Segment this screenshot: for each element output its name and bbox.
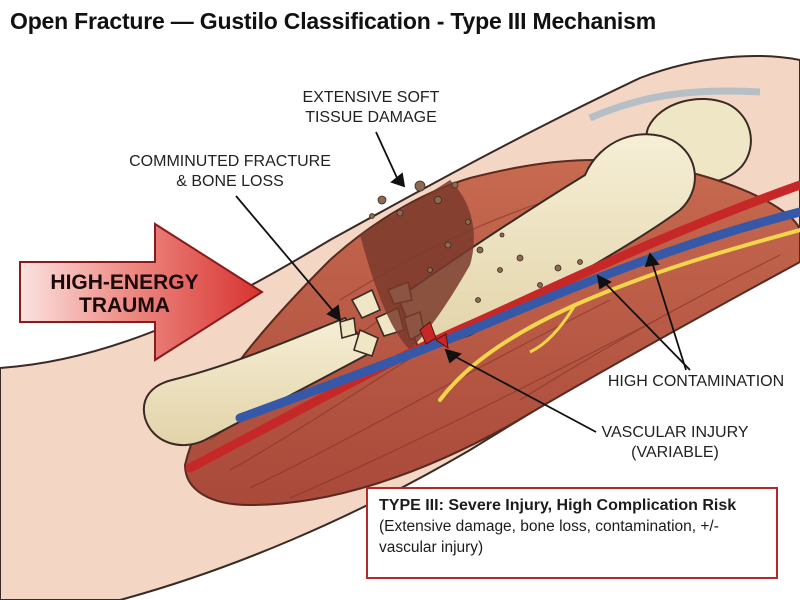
label-comminuted-line2: & BONE LOSS — [176, 173, 284, 190]
label-soft-tissue-damage: EXTENSIVE SOFT TISSUE DAMAGE — [286, 88, 456, 128]
trauma-label-line2: TRAUMA — [79, 294, 170, 317]
trauma-label-line1: HIGH-ENERGY — [50, 271, 199, 294]
vein — [235, 207, 800, 423]
label-soft-tissue-line2: TISSUE DAMAGE — [305, 109, 437, 126]
trauma-arrow — [19, 222, 264, 362]
info-box-body: (Extensive damage, bone loss, contaminat… — [379, 518, 719, 556]
knee-tendon — [588, 87, 761, 122]
label-comminuted-fracture: COMMINUTED FRACTURE & BONE LOSS — [118, 152, 342, 192]
label-soft-tissue-line1: EXTENSIVE SOFT — [302, 89, 440, 106]
vascular-tears — [419, 321, 449, 350]
label-vascular-line2: (VARIABLE) — [631, 444, 719, 461]
label-vascular-injury: VASCULAR INJURY (VARIABLE) — [585, 423, 765, 463]
label-vascular-line1: VASCULAR INJURY — [601, 424, 749, 441]
nerve — [438, 228, 800, 402]
nerve-branch — [529, 304, 577, 354]
artery — [185, 180, 800, 473]
open-wound — [360, 180, 474, 350]
pointer-lines — [235, 131, 691, 433]
page-title: Open Fracture — Gustilo Classification -… — [10, 8, 656, 34]
trauma-arrow-label: HIGH-ENERGY TRAUMA — [22, 271, 227, 317]
label-high-contamination: HIGH CONTAMINATION — [607, 373, 785, 390]
info-box-heading: TYPE III: Severe Injury, High Complicati… — [379, 497, 737, 514]
type-iii-info-box: TYPE III: Severe Injury, High Complicati… — [366, 487, 778, 579]
label-comminuted-line1: COMMINUTED FRACTURE — [129, 153, 331, 170]
